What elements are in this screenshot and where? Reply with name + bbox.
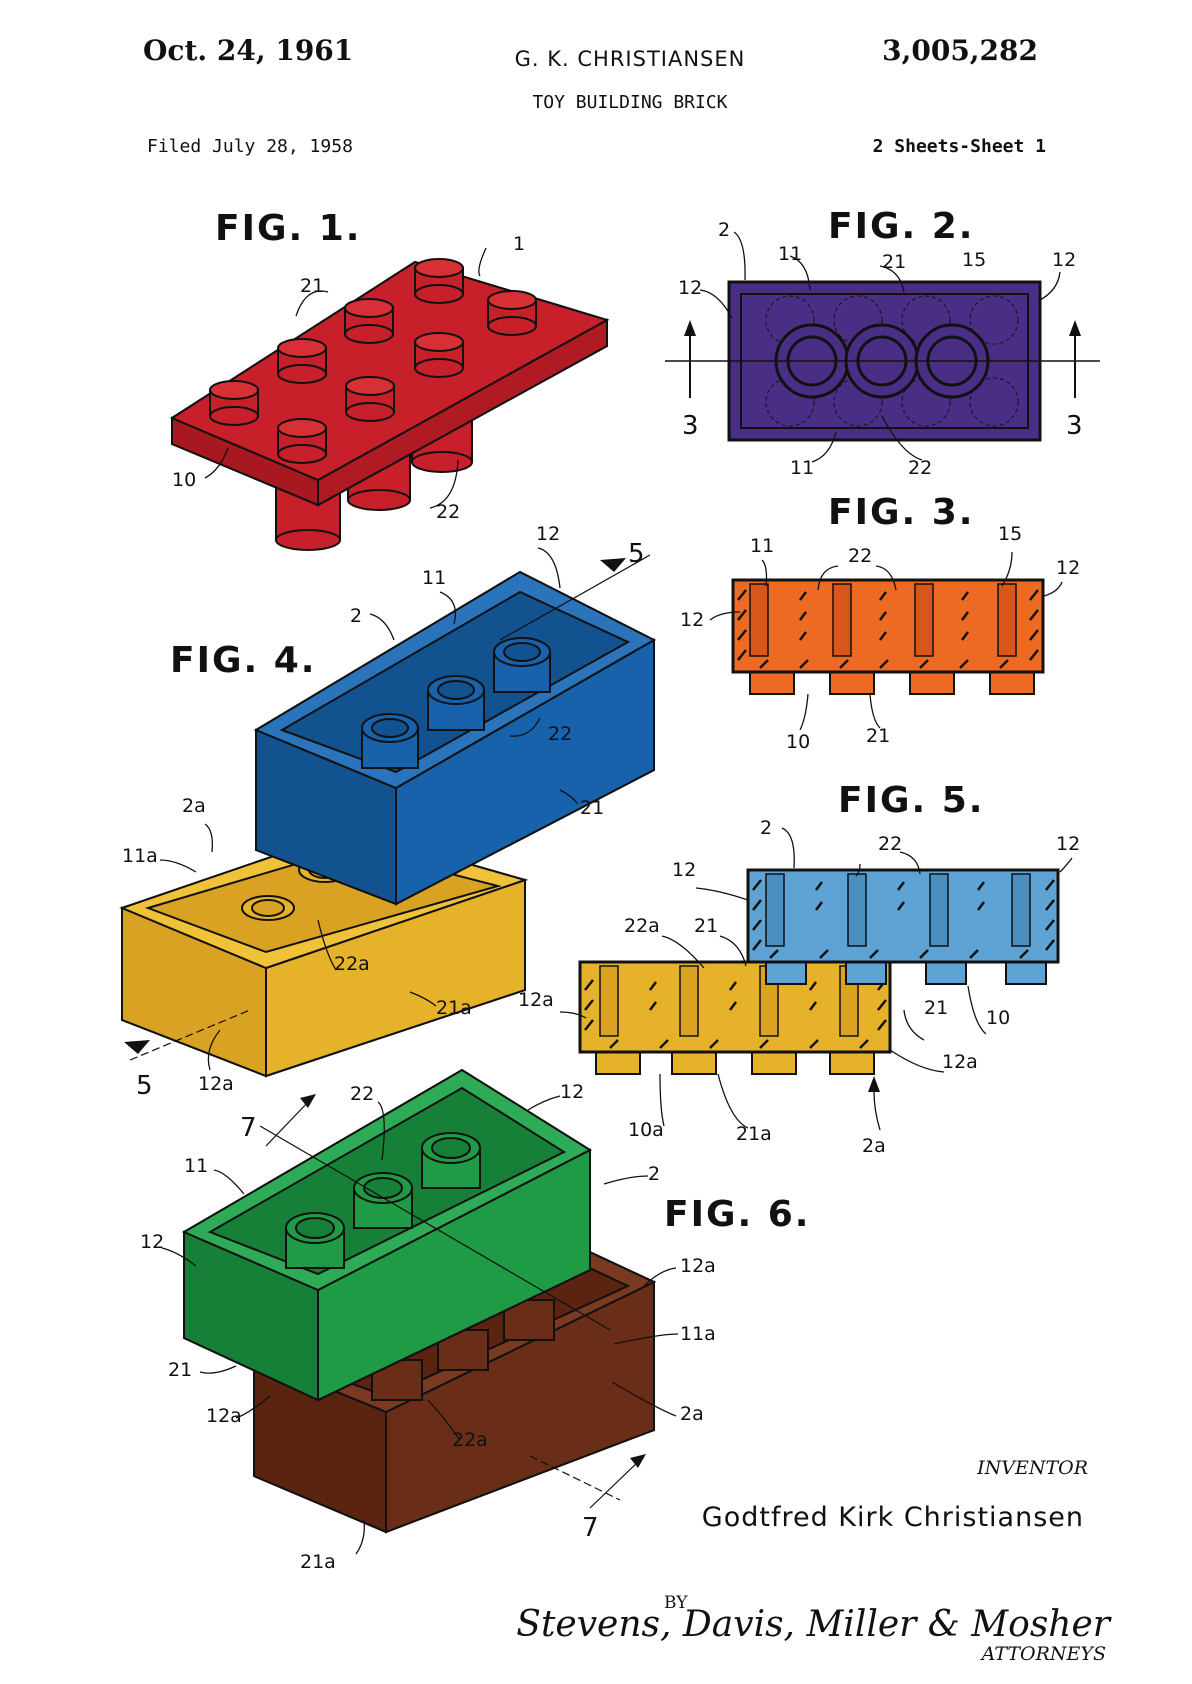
fig2-label-12-right: 12: [1052, 249, 1076, 271]
fig3-label-12-left: 12: [680, 609, 704, 631]
fig1-label-1: 1: [513, 233, 525, 255]
fig6-section-7-top: 7: [240, 1113, 257, 1143]
patent-date: Oct. 24, 1961: [143, 34, 353, 67]
fig1-label-22: 22: [436, 501, 460, 523]
fig4-section-5-top: 5: [628, 539, 645, 569]
fig2-label-11-bottom: 11: [790, 457, 814, 479]
fig4-label-21: 21: [580, 797, 604, 819]
fig5-drawing: FIG. 5.: [518, 780, 1080, 1157]
fig6-label-21a: 21a: [300, 1551, 336, 1573]
fig1-drawing: FIG. 1.: [172, 208, 607, 550]
fig4-label-2a: 2a: [182, 795, 206, 817]
fig3-label-11: 11: [750, 535, 774, 557]
fig3-label-12-right: 12: [1056, 557, 1080, 579]
fig6-label-22: 22: [350, 1083, 374, 1105]
fig4-label-11a: 11a: [122, 845, 158, 867]
patent-number: 3,005,282: [882, 34, 1038, 67]
inventor-short-name: G. K. CHRISTIANSEN: [515, 47, 746, 71]
fig6-label-11: 11: [184, 1155, 208, 1177]
fig5-label-12-right: 12: [1056, 833, 1080, 855]
fig5-label-12a-left: 12a: [518, 989, 554, 1011]
fig5-label-2a: 2a: [862, 1135, 886, 1157]
fig5-label-22a: 22a: [624, 915, 660, 937]
fig2-section-3-right: 3: [1066, 411, 1083, 441]
fig6-label-21: 21: [168, 1359, 192, 1381]
fig6-label-11a: 11a: [680, 1323, 716, 1345]
fig4-label-2: 2: [350, 605, 362, 627]
fig5-label-21-bottom: 21: [924, 997, 948, 1019]
fig5-title: FIG. 5.: [838, 780, 984, 821]
fig4-label-22a: 22a: [334, 953, 370, 975]
fig2-section-3-left: 3: [682, 411, 699, 441]
fig6-label-12-left: 12: [140, 1231, 164, 1253]
fig2-label-15: 15: [962, 249, 986, 271]
fig6-label-12-top: 12: [560, 1081, 584, 1103]
inventor-name: Godtfred Kirk Christiansen: [702, 1502, 1084, 1533]
fig6-label-22a: 22a: [452, 1429, 488, 1451]
fig1-label-10: 10: [172, 469, 196, 491]
fig6-section-7-bottom: 7: [582, 1513, 599, 1543]
fig5-label-10: 10: [986, 1007, 1010, 1029]
fig3-title: FIG. 3.: [828, 492, 974, 533]
fig4-label-21a: 21a: [436, 997, 472, 1019]
fig4-section-5-bottom: 5: [136, 1071, 153, 1101]
fig1-title: FIG. 1.: [215, 208, 361, 249]
fig5-label-12a-right: 12a: [942, 1051, 978, 1073]
fig3-drawing: FIG. 3.: [680, 492, 1080, 753]
fig3-label-15: 15: [998, 523, 1022, 545]
fig2-title: FIG. 2.: [828, 206, 974, 247]
fig1-label-21: 21: [300, 275, 324, 297]
fig4-label-22: 22: [548, 723, 572, 745]
attorneys-signature: Stevens, Davis, Miller & Mosher: [516, 1604, 1112, 1645]
fig4-drawing: FIG. 4.: [122, 523, 654, 1101]
filed-date: Filed July 28, 1958: [147, 136, 353, 157]
fig2-label-21: 21: [882, 251, 906, 273]
fig6-title: FIG. 6.: [664, 1194, 810, 1235]
fig3-label-10: 10: [786, 731, 810, 753]
fig2-label-2: 2: [718, 219, 730, 241]
fig5-label-2: 2: [760, 817, 772, 839]
fig4-title: FIG. 4.: [170, 640, 316, 681]
fig4-label-12a: 12a: [198, 1073, 234, 1095]
fig5-label-12-left: 12: [672, 859, 696, 881]
fig4-label-12: 12: [536, 523, 560, 545]
patent-title: TOY BUILDING BRICK: [532, 92, 727, 113]
fig5-label-22: 22: [878, 833, 902, 855]
attorneys-label: ATTORNEYS: [980, 1643, 1106, 1665]
fig6-drawing: FIG. 6.: [140, 1070, 810, 1573]
fig6-label-2: 2: [648, 1163, 660, 1185]
fig3-label-21: 21: [866, 725, 890, 747]
fig6-label-12a-left: 12a: [206, 1405, 242, 1427]
fig2-label-22: 22: [908, 457, 932, 479]
fig3-label-22: 22: [848, 545, 872, 567]
fig5-label-21-top: 21: [694, 915, 718, 937]
fig2-label-11: 11: [778, 243, 802, 265]
fig5-label-21a: 21a: [736, 1123, 772, 1145]
fig2-label-12-left: 12: [678, 277, 702, 299]
fig6-label-12a-right: 12a: [680, 1255, 716, 1277]
inventor-label: INVENTOR: [976, 1457, 1088, 1479]
fig2-drawing: FIG. 2. 2 11 21 15 12 12: [665, 206, 1100, 479]
fig6-label-2a: 2a: [680, 1403, 704, 1425]
fig4-label-11: 11: [422, 567, 446, 589]
sheet-count: 2 Sheets-Sheet 1: [873, 136, 1046, 157]
fig5-label-10a: 10a: [628, 1119, 664, 1141]
